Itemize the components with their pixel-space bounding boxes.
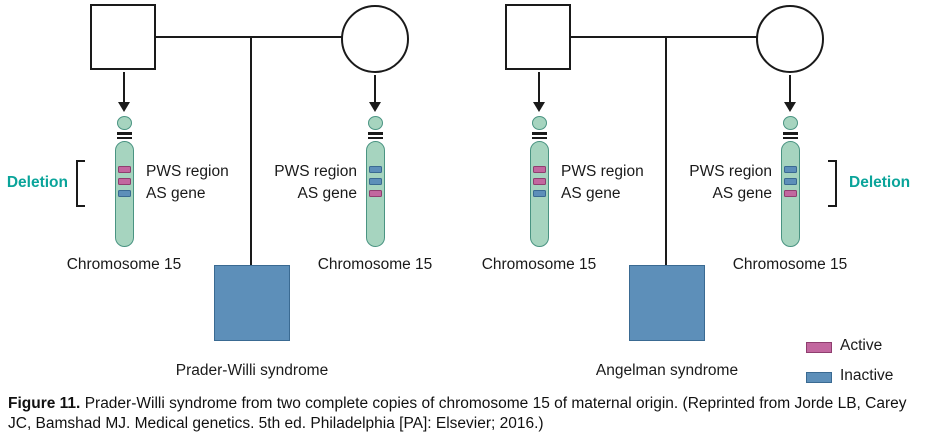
chromosome-stalk-line <box>116 132 132 135</box>
deletion-label: Deletion <box>849 174 911 191</box>
inactive-band <box>368 166 382 173</box>
chromosome-stalk-line <box>782 132 798 135</box>
pedigree-angelman: Deletion PWS region AS gene PWS region A… <box>415 0 950 395</box>
affected-child-square <box>629 265 705 341</box>
mother-arrow-shaft <box>789 75 791 103</box>
father-arrow-head <box>118 102 130 112</box>
legend-active-swatch <box>806 342 832 353</box>
chromosome-stalk-line <box>782 136 798 139</box>
syndrome-label: Angelman syndrome <box>595 362 739 379</box>
mother-circle <box>341 5 409 73</box>
active-band <box>368 190 382 197</box>
father-arrow-shaft <box>538 72 540 103</box>
inactive-band <box>783 178 797 185</box>
as-gene-label: AS gene <box>146 185 206 202</box>
father-square <box>505 4 571 70</box>
father-arrow-head <box>533 102 545 112</box>
chromosome-body <box>529 141 549 247</box>
chromosome-satellite <box>116 116 132 130</box>
deletion-bracket <box>828 160 837 207</box>
pws-region-label: PWS region <box>146 163 229 180</box>
chromosome-15-paternal <box>112 116 136 247</box>
mother-arrow-head <box>784 102 796 112</box>
inactive-band <box>532 190 546 197</box>
father-square <box>90 4 156 70</box>
couple-line <box>571 36 757 38</box>
as-gene-label: AS gene <box>712 185 772 202</box>
mother-arrow-head <box>369 102 381 112</box>
mother-circle <box>756 5 824 73</box>
figure-number: Figure 11. <box>8 395 81 412</box>
as-gene-label: AS gene <box>561 185 621 202</box>
chromosome-15-maternal <box>778 116 802 247</box>
chromosome-stalk-line <box>367 136 383 139</box>
legend-inactive-label: Inactive <box>840 367 894 384</box>
chromosome-stalk-line <box>116 136 132 139</box>
chromosome-body <box>365 141 385 247</box>
legend-inactive-swatch <box>806 372 832 383</box>
chromosome-caption: Chromosome 15 <box>66 256 182 273</box>
chromosome-caption: Chromosome 15 <box>732 256 848 273</box>
inactive-band <box>117 190 131 197</box>
chromosome-satellite <box>367 116 383 130</box>
as-gene-label: AS gene <box>297 185 357 202</box>
descent-line <box>665 36 667 265</box>
active-band <box>117 166 131 173</box>
deletion-label: Deletion <box>6 174 68 191</box>
figure-caption: Figure 11. Prader-Willi syndrome from tw… <box>8 394 920 435</box>
active-band <box>532 166 546 173</box>
syndrome-label: Prader-Willi syndrome <box>175 362 329 379</box>
chromosome-body <box>114 141 134 247</box>
couple-line <box>156 36 342 38</box>
pws-region-label: PWS region <box>689 163 772 180</box>
chromosome-body <box>780 141 800 247</box>
inactive-band <box>783 166 797 173</box>
chromosome-stalk-line <box>531 132 547 135</box>
active-band <box>783 190 797 197</box>
inactive-band <box>368 178 382 185</box>
active-band <box>117 178 131 185</box>
pws-region-label: PWS region <box>561 163 644 180</box>
affected-child-square <box>214 265 290 341</box>
chromosome-15-maternal <box>363 116 387 247</box>
pws-region-label: PWS region <box>274 163 357 180</box>
chromosome-15-paternal <box>527 116 551 247</box>
father-arrow-shaft <box>123 72 125 103</box>
chromosome-caption: Chromosome 15 <box>481 256 597 273</box>
legend-active-label: Active <box>840 337 883 354</box>
chromosome-satellite <box>531 116 547 130</box>
chromosome-stalk-line <box>531 136 547 139</box>
figure-caption-text: Prader-Willi syndrome from two complete … <box>8 395 907 433</box>
chromosome-caption: Chromosome 15 <box>317 256 433 273</box>
chromosome-stalk-line <box>367 132 383 135</box>
deletion-bracket <box>76 160 85 207</box>
descent-line <box>250 36 252 265</box>
chromosome-satellite <box>782 116 798 130</box>
active-band <box>532 178 546 185</box>
mother-arrow-shaft <box>374 75 376 103</box>
pedigree-prader-willi: Deletion PWS region AS gene PWS region A… <box>6 4 433 379</box>
